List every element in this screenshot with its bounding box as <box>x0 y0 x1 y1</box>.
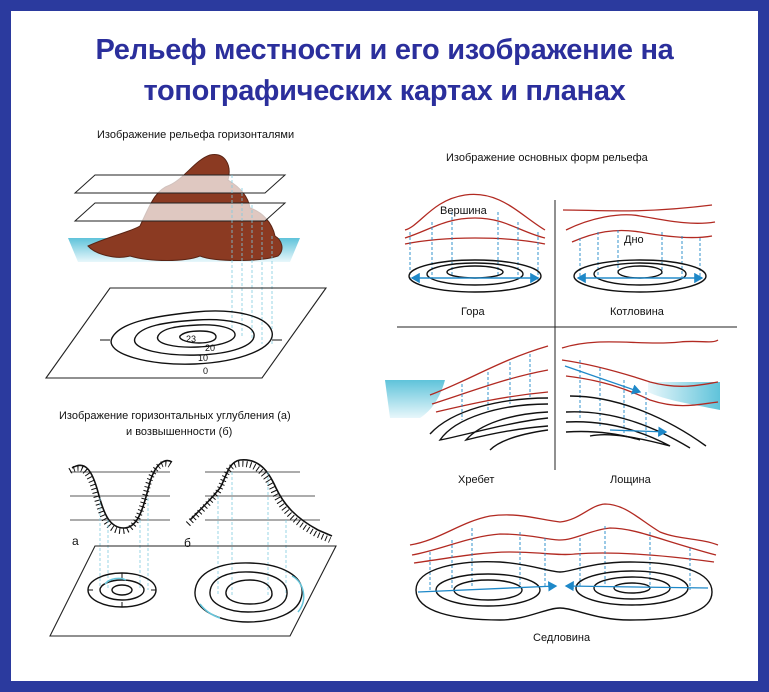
page-title: Рельеф местности и его изображение на то… <box>20 30 749 112</box>
form-label-hollow: Лощина <box>610 474 651 486</box>
summit-label: Вершина <box>440 205 487 217</box>
basin-figure <box>562 204 716 293</box>
form-label-saddle: Седловина <box>533 632 591 644</box>
depression-heading-line2: и возвышенности (б) <box>126 426 233 438</box>
ridge-figure <box>385 345 549 451</box>
form-label-ridge: Хребет <box>458 474 495 486</box>
elevation-23: 23 <box>186 334 196 344</box>
saddle-figure <box>409 503 719 621</box>
elevation-20: 20 <box>205 343 215 353</box>
hill-contour-figure <box>44 154 328 379</box>
title-line-1: Рельеф местности и его изображение на <box>95 34 674 66</box>
form-label-basin: Котловина <box>610 306 664 318</box>
label-b: б <box>184 536 191 550</box>
depression-elevation-figure <box>49 459 337 637</box>
form-label-mountain: Гора <box>461 306 485 318</box>
mountain-figure <box>404 193 546 293</box>
elevation-10: 10 <box>198 353 208 363</box>
bottom-label: Дно <box>624 234 644 246</box>
map-plane <box>44 287 328 379</box>
section-plane-upper <box>73 174 287 194</box>
elevation-0: 0 <box>203 366 208 376</box>
label-a: а <box>72 534 79 548</box>
contour-heading: Изображение рельефа горизонталями <box>97 129 295 141</box>
title-line-2: топографических картах и планах <box>143 75 626 107</box>
depression-heading-line1: Изображение горизонтальных углубления (а… <box>59 410 291 422</box>
forms-heading: Изображение основных форм рельефа <box>446 152 648 164</box>
section-plane-lower <box>73 202 287 222</box>
forms-grid <box>397 200 737 470</box>
hollow-figure <box>561 339 720 449</box>
